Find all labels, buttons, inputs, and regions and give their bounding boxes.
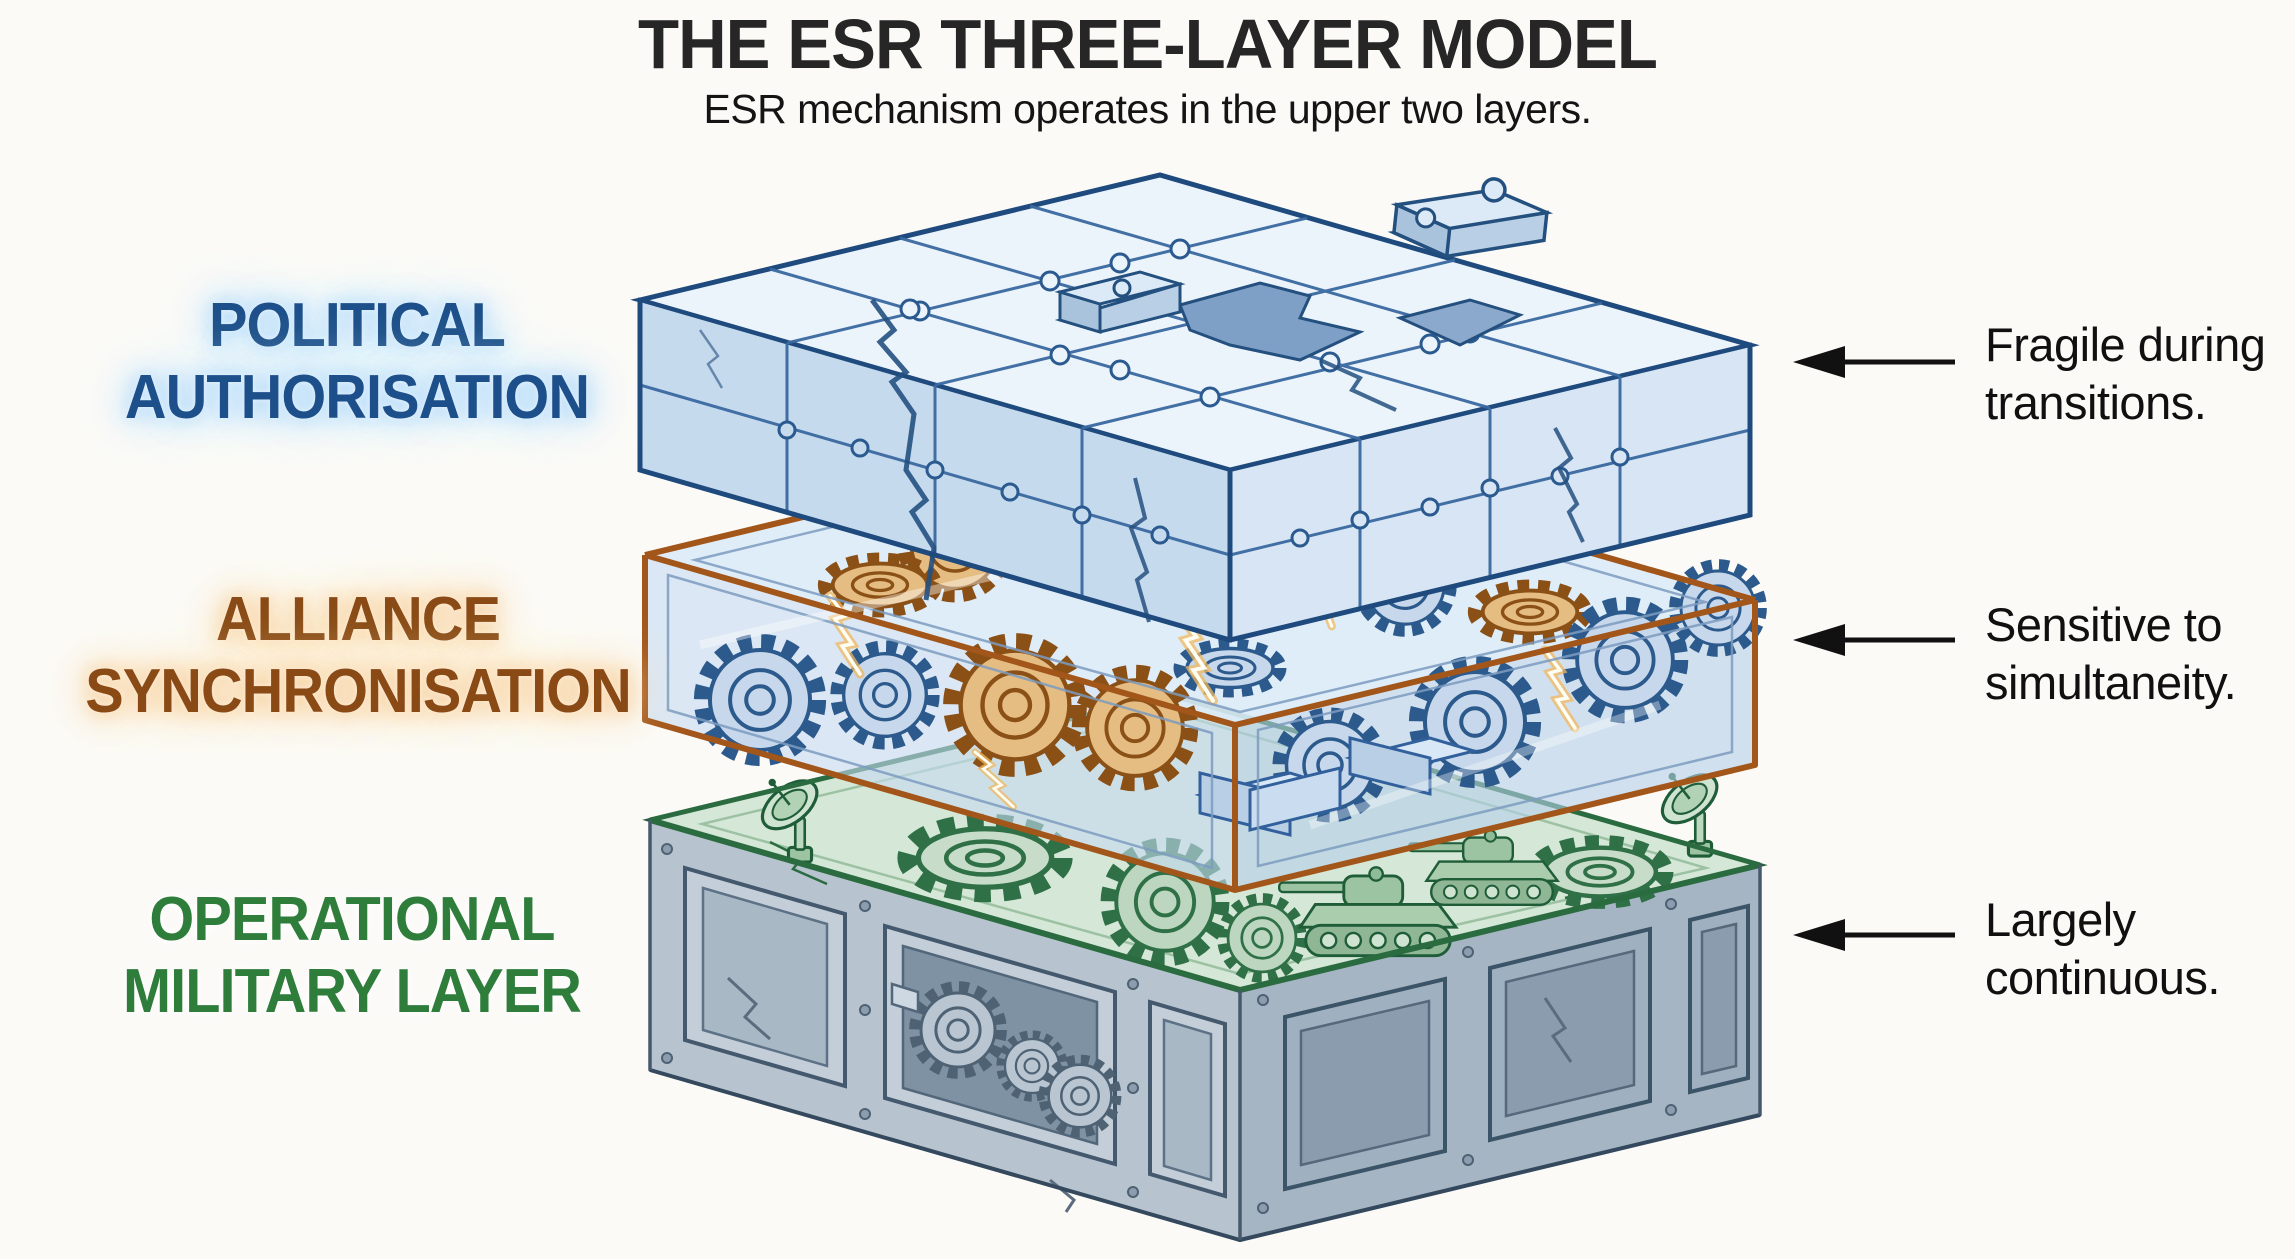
annotation-line: Fragile during (1985, 318, 2266, 371)
label-line: AUTHORISATION (124, 362, 590, 432)
annotation-line: transitions. (1985, 376, 2207, 430)
annotation-line: Sensitive to (1985, 598, 2222, 651)
annotation-fragile: Fragile during transitions. (1985, 316, 2295, 433)
annotation-arrow (1793, 919, 1955, 951)
crack-line (1319, 358, 1397, 412)
operational-layer-graphic (642, 692, 1768, 1243)
puzzle-piece-icon (1054, 270, 1186, 335)
puzzle-hole (1177, 281, 1365, 362)
crack-line (1543, 997, 1573, 1063)
panel-cutaway (883, 923, 1116, 1167)
crack-line (698, 329, 724, 389)
rivet (661, 843, 1677, 1214)
annotation-arrow (1793, 624, 1955, 656)
annotation-sensitive: Sensitive to simultaneity. (1985, 596, 2295, 713)
crack-line (726, 976, 771, 1041)
label-alliance-synchronisation: ALLIANCE SYNCHRONISATION (60, 584, 655, 728)
page-title: THE ESR THREE-LAYER MODEL (638, 5, 1658, 83)
annotation-line: Largely (1985, 893, 2136, 946)
panel (683, 865, 847, 1089)
page-subtitle: ESR mechanism operates in the upper two … (703, 86, 1592, 132)
annotation-line: simultaneity. (1985, 656, 2237, 710)
label-line: OPERATIONAL (149, 885, 555, 954)
annotation-line: continuous. (1985, 951, 2220, 1005)
label-political-authorisation: POLITICAL AUTHORISATION (59, 290, 654, 434)
puzzle-piece-icon (1387, 177, 1554, 259)
panel (1488, 926, 1652, 1143)
label-line: ALLIANCE (215, 585, 501, 654)
label-line: POLITICAL (209, 291, 506, 360)
label-line: SYNCHRONISATION (85, 656, 632, 726)
political-layer-graphic (630, 172, 1760, 643)
panel (1148, 999, 1227, 1199)
crack-line (1128, 477, 1151, 623)
label-line: MILITARY LAYER (123, 956, 582, 1026)
panel (1283, 976, 1447, 1192)
annotation-arrow (1793, 346, 1955, 378)
crack-line (1553, 427, 1585, 543)
crack-line (869, 298, 937, 601)
panel (1688, 903, 1750, 1095)
annotation-continuous: Largely continuous. (1985, 891, 2295, 1008)
label-operational-military-layer: OPERATIONAL MILITARY LAYER (54, 884, 649, 1028)
puzzle-hole (1395, 298, 1525, 347)
